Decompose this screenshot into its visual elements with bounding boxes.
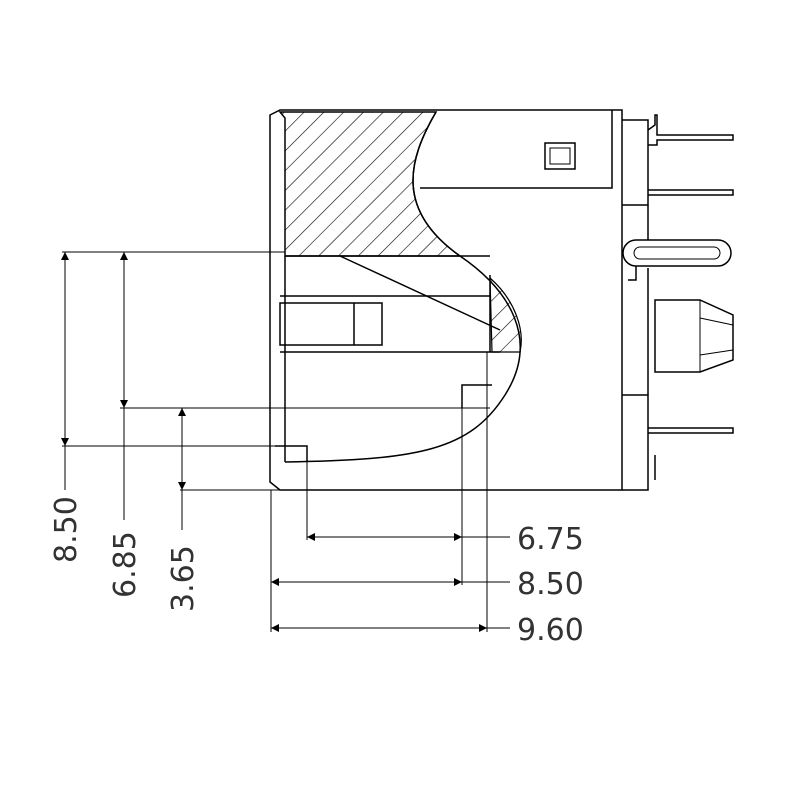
pin-mid xyxy=(648,189,734,196)
dim-label-h2: 8.50 xyxy=(517,567,584,602)
rounded-slot xyxy=(622,239,732,267)
contact-curve xyxy=(284,111,521,463)
pin-top xyxy=(647,114,734,146)
lower-step xyxy=(275,445,308,462)
pin-bottom xyxy=(648,427,734,434)
connector-line-3 xyxy=(699,349,734,356)
connector-pin xyxy=(654,299,734,373)
component-body xyxy=(269,109,734,491)
window-outer xyxy=(544,142,576,170)
window-inner xyxy=(549,147,571,165)
slot-hook xyxy=(628,266,637,281)
rounded-slot-inner xyxy=(633,246,721,260)
dimension-labels: 6.75 8.50 9.60 8.50 6.85 3.65 xyxy=(49,496,584,648)
lower-step-2 xyxy=(461,384,492,408)
dim-label-v1: 8.50 xyxy=(49,496,84,563)
upper-right-block xyxy=(420,110,613,189)
dimension-lines xyxy=(61,252,510,632)
dim-label-v3: 3.65 xyxy=(166,545,201,612)
inner-block xyxy=(279,302,383,346)
dim-label-v2: 6.85 xyxy=(108,531,143,598)
dim-label-h3: 9.60 xyxy=(517,613,584,648)
right-frame xyxy=(622,119,649,206)
connector-line-2 xyxy=(699,317,734,326)
dim-label-h1: 6.75 xyxy=(517,522,584,557)
hatched-small xyxy=(489,276,522,353)
hatched-section xyxy=(278,111,463,257)
cavity-diagonal xyxy=(339,255,501,331)
right-frame-lower xyxy=(622,394,649,491)
